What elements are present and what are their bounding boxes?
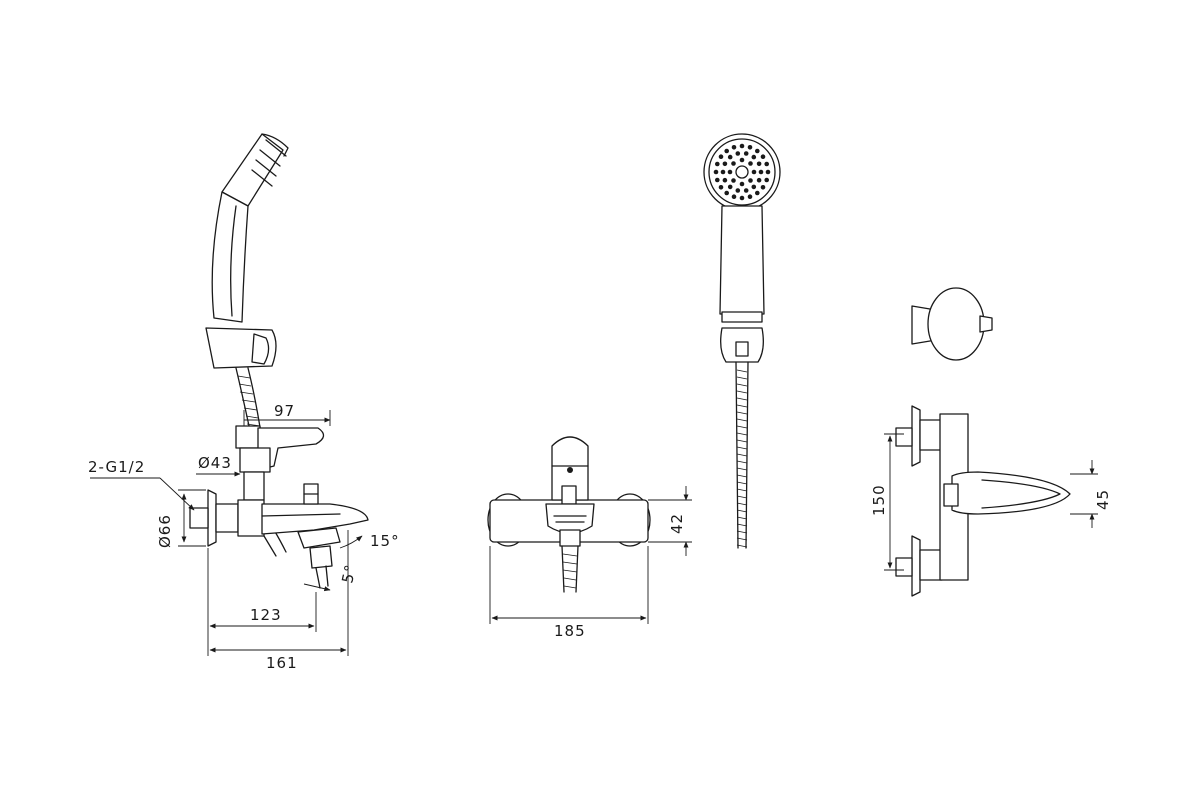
hose-ring bbox=[736, 390, 748, 394]
dim-d43-label: Ø43 bbox=[198, 454, 232, 472]
shower-nozzle bbox=[760, 154, 766, 159]
shower-nozzle bbox=[720, 169, 726, 175]
shower-nozzle bbox=[743, 188, 749, 193]
shower-nozzle bbox=[758, 169, 764, 175]
shower-nozzle bbox=[743, 151, 749, 156]
dim-5deg-label: 5° bbox=[338, 562, 360, 584]
shower-nozzle bbox=[751, 184, 757, 190]
hose-ring bbox=[736, 537, 748, 541]
shower-nozzle bbox=[731, 178, 736, 183]
dim-123-label: 123 bbox=[250, 606, 282, 624]
dim-185-label: 185 bbox=[554, 622, 586, 640]
hose-ring bbox=[736, 383, 748, 387]
hose-ring bbox=[736, 488, 748, 492]
dim-42-label: 42 bbox=[668, 513, 686, 534]
front-dimensions: 42 185 bbox=[489, 486, 692, 640]
hose-ring bbox=[736, 530, 748, 534]
hose-ring bbox=[736, 481, 748, 485]
shower-nozzle bbox=[722, 177, 728, 183]
shower-nozzle bbox=[765, 169, 771, 175]
dim-97-label: 97 bbox=[274, 402, 295, 420]
hose-ring bbox=[736, 453, 748, 457]
dim-thread-label: 2-G1/2 bbox=[88, 458, 145, 476]
front-hose-rings bbox=[736, 369, 748, 548]
side-shower-holder bbox=[205, 327, 277, 369]
shower-nozzle bbox=[731, 145, 737, 150]
hose-ring bbox=[736, 446, 748, 450]
shower-nozzle bbox=[731, 194, 737, 199]
shower-nozzle bbox=[727, 169, 733, 175]
hose-ring bbox=[736, 404, 748, 408]
shower-nozzle bbox=[724, 148, 729, 154]
shower-nozzle bbox=[747, 194, 753, 199]
hose-ring bbox=[736, 544, 748, 548]
hand-shower-front bbox=[703, 133, 781, 549]
shower-nozzle bbox=[735, 188, 741, 193]
hose-ring bbox=[736, 411, 748, 415]
shower-nozzle bbox=[756, 177, 762, 183]
hose-ring bbox=[736, 439, 748, 443]
dim-d66-label: Ø66 bbox=[156, 514, 174, 548]
hose-ring bbox=[736, 495, 748, 499]
shower-nozzle bbox=[748, 161, 753, 166]
side-mixer-body bbox=[189, 425, 369, 589]
shower-nozzle bbox=[764, 177, 769, 183]
shower-nozzle bbox=[748, 178, 753, 183]
shower-nozzle bbox=[755, 148, 760, 154]
dim-15deg-label: 15° bbox=[370, 532, 400, 550]
dim-45-label: 45 bbox=[1094, 489, 1112, 510]
shower-nozzle bbox=[751, 154, 757, 160]
shower-nozzle bbox=[724, 190, 729, 196]
shower-nozzle bbox=[727, 184, 733, 190]
shower-nozzle bbox=[731, 161, 736, 166]
shower-nozzle bbox=[755, 190, 760, 196]
shower-nozzle bbox=[713, 169, 719, 175]
side-dimensions: 97 Ø43 2-G1/2 Ø66 15° 5° 123 bbox=[88, 402, 400, 672]
shower-nozzle bbox=[756, 161, 762, 167]
hose-ring bbox=[736, 467, 748, 471]
dim-150-label: 150 bbox=[870, 484, 888, 516]
hose-ring bbox=[736, 502, 748, 506]
hose-ring bbox=[736, 369, 748, 373]
shower-nozzles bbox=[713, 143, 771, 201]
shower-nozzle bbox=[751, 169, 757, 175]
shower-nozzle bbox=[715, 161, 720, 167]
hose-ring bbox=[736, 397, 748, 401]
hose-ring bbox=[736, 418, 748, 422]
hose-ring bbox=[736, 460, 748, 464]
hose-ring bbox=[736, 516, 748, 520]
shower-nozzle bbox=[747, 145, 753, 150]
shower-nozzle bbox=[739, 195, 745, 201]
hose-ring bbox=[736, 523, 748, 527]
hose-ring bbox=[736, 432, 748, 436]
hose-ring bbox=[736, 474, 748, 478]
hose-ring bbox=[736, 509, 748, 513]
shower-nozzle bbox=[739, 143, 745, 149]
shower-nozzle bbox=[739, 157, 745, 163]
shower-nozzle bbox=[735, 151, 741, 156]
shower-nozzle bbox=[715, 177, 720, 183]
side-view: 97 Ø43 2-G1/2 Ø66 15° 5° 123 bbox=[88, 133, 400, 672]
top-view: 150 45 bbox=[870, 287, 1112, 597]
shower-nozzle bbox=[722, 161, 728, 167]
dim-161-label: 161 bbox=[266, 654, 298, 672]
top-dimensions: 150 45 bbox=[870, 433, 1112, 571]
shower-nozzle bbox=[760, 185, 766, 190]
shower-nozzle bbox=[739, 181, 745, 187]
hose-ring bbox=[736, 425, 748, 429]
shower-nozzle bbox=[764, 161, 769, 167]
shower-nozzle bbox=[718, 185, 724, 190]
side-hand-shower bbox=[211, 133, 289, 323]
shower-nozzle bbox=[727, 154, 733, 160]
hose-ring bbox=[736, 376, 748, 380]
shower-nozzle bbox=[718, 154, 724, 159]
front-view: 42 185 bbox=[487, 436, 692, 640]
